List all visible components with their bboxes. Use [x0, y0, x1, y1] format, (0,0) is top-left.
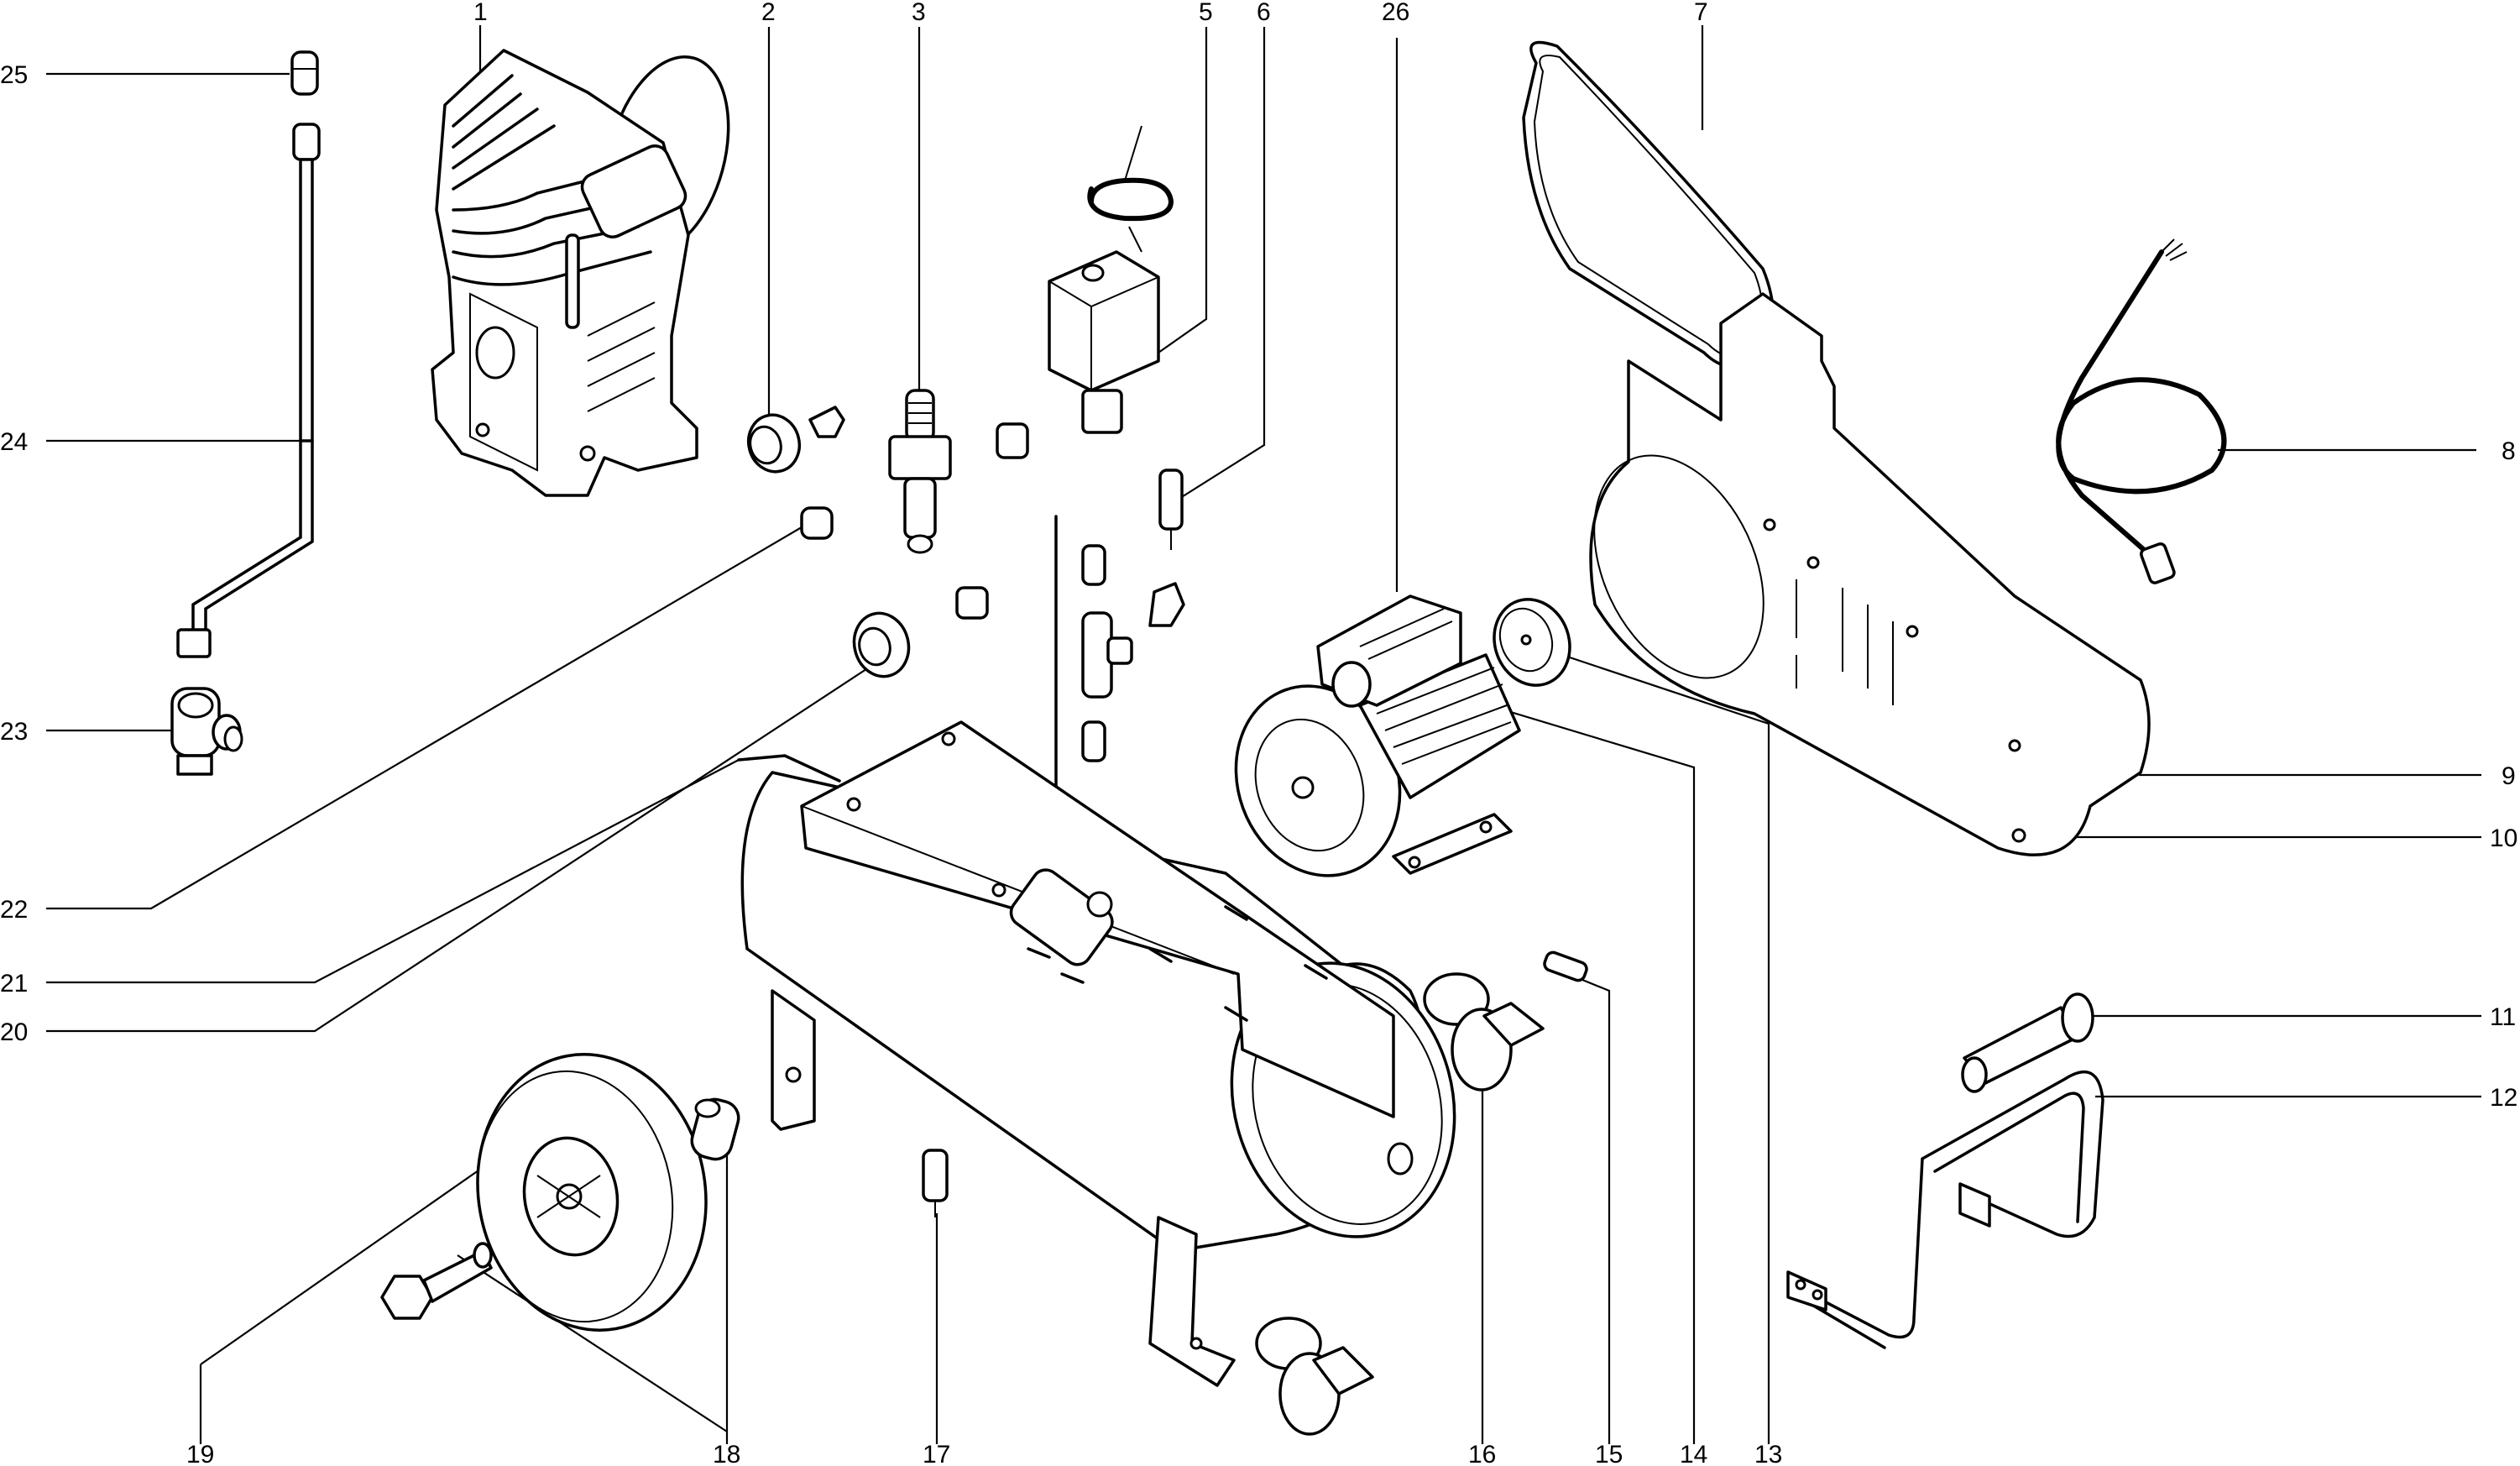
callout-20: 20	[0, 1018, 28, 1046]
callout-11: 11	[2490, 1003, 2516, 1031]
leader-6	[1170, 27, 1266, 505]
small-fittings	[737, 422, 1185, 883]
callout-16: 16	[1468, 1441, 1496, 1466]
tank-assembly	[740, 720, 1456, 1387]
part-17-quick-coupling	[922, 1149, 949, 1217]
part-1-compressor-pump	[431, 49, 730, 497]
callout-12: 12	[2490, 1084, 2517, 1112]
check-valve-22	[800, 506, 834, 540]
leader-14	[1460, 695, 1696, 1444]
part-16-castor-wheel-b	[1255, 1317, 1374, 1436]
part-11-handle-grip	[1961, 992, 2094, 1093]
part-3-pressure-regulator	[888, 389, 952, 554]
callout-22: 22	[0, 896, 28, 924]
callout-19: 19	[186, 1441, 214, 1466]
callout-24: 24	[0, 428, 28, 456]
part-26-electric-motor	[1234, 594, 1521, 877]
part-9-belt-guard	[1589, 292, 2151, 856]
delivery-pipe-21-bend	[737, 754, 841, 783]
hex-nipple-a	[996, 422, 1029, 459]
part-16-castor-wheel	[1423, 972, 1545, 1092]
tee-branch	[1106, 636, 1133, 665]
part-2-pressure-gauge	[746, 406, 845, 474]
part-13-motor-pulley	[1493, 598, 1571, 687]
straight-nipple-b	[1081, 720, 1106, 762]
leader-21	[46, 759, 740, 984]
callout-6: 6	[1257, 0, 1271, 26]
callout-1: 1	[473, 0, 488, 26]
callout-15: 15	[1595, 1441, 1623, 1466]
callout-5: 5	[1199, 0, 1213, 26]
part-10-guard-screw	[2011, 828, 2026, 843]
callout-23: 23	[0, 718, 28, 746]
callout-2: 2	[761, 0, 776, 26]
leader-22	[46, 524, 807, 910]
callout-18: 18	[713, 1441, 740, 1466]
part-18-spacer	[690, 1097, 740, 1161]
part-18-axle-bolt	[380, 1242, 493, 1320]
callout-17: 17	[923, 1441, 950, 1466]
callout-21: 21	[0, 970, 28, 997]
callout-13: 13	[1754, 1441, 1782, 1466]
leader-15	[1567, 972, 1611, 1444]
hex-nipple-b	[955, 586, 989, 620]
part-5-pressure-switch	[1048, 125, 1174, 434]
elbow-fitting	[1148, 582, 1185, 627]
leader-19b	[200, 1158, 496, 1365]
leader-lines	[46, 25, 2481, 1444]
part-24-delivery-tube	[176, 123, 321, 658]
callout-25: 25	[0, 61, 28, 89]
part-15-drain-valve	[1543, 950, 1588, 982]
callout-14: 14	[1680, 1441, 1707, 1466]
part-8-power-cord	[2056, 238, 2227, 584]
callout-8: 8	[2502, 437, 2516, 465]
callout-9: 9	[2502, 762, 2516, 790]
part-12-handle-frame	[1786, 1071, 2104, 1349]
leader-13	[1529, 642, 1770, 1444]
leader-5	[1158, 27, 1208, 353]
callout-3: 3	[912, 0, 926, 26]
leader-18b	[457, 1254, 728, 1432]
straight-nipple-a	[1081, 544, 1106, 586]
part-19-wheel	[476, 1053, 708, 1332]
part-6-safety-valve	[1158, 469, 1184, 550]
callout-26: 26	[1382, 0, 1409, 26]
part-23-non-return-valve	[170, 687, 243, 776]
callout-10: 10	[2490, 825, 2517, 852]
callout-7: 7	[1694, 0, 1708, 26]
part-25-tube-fitting	[290, 50, 319, 96]
